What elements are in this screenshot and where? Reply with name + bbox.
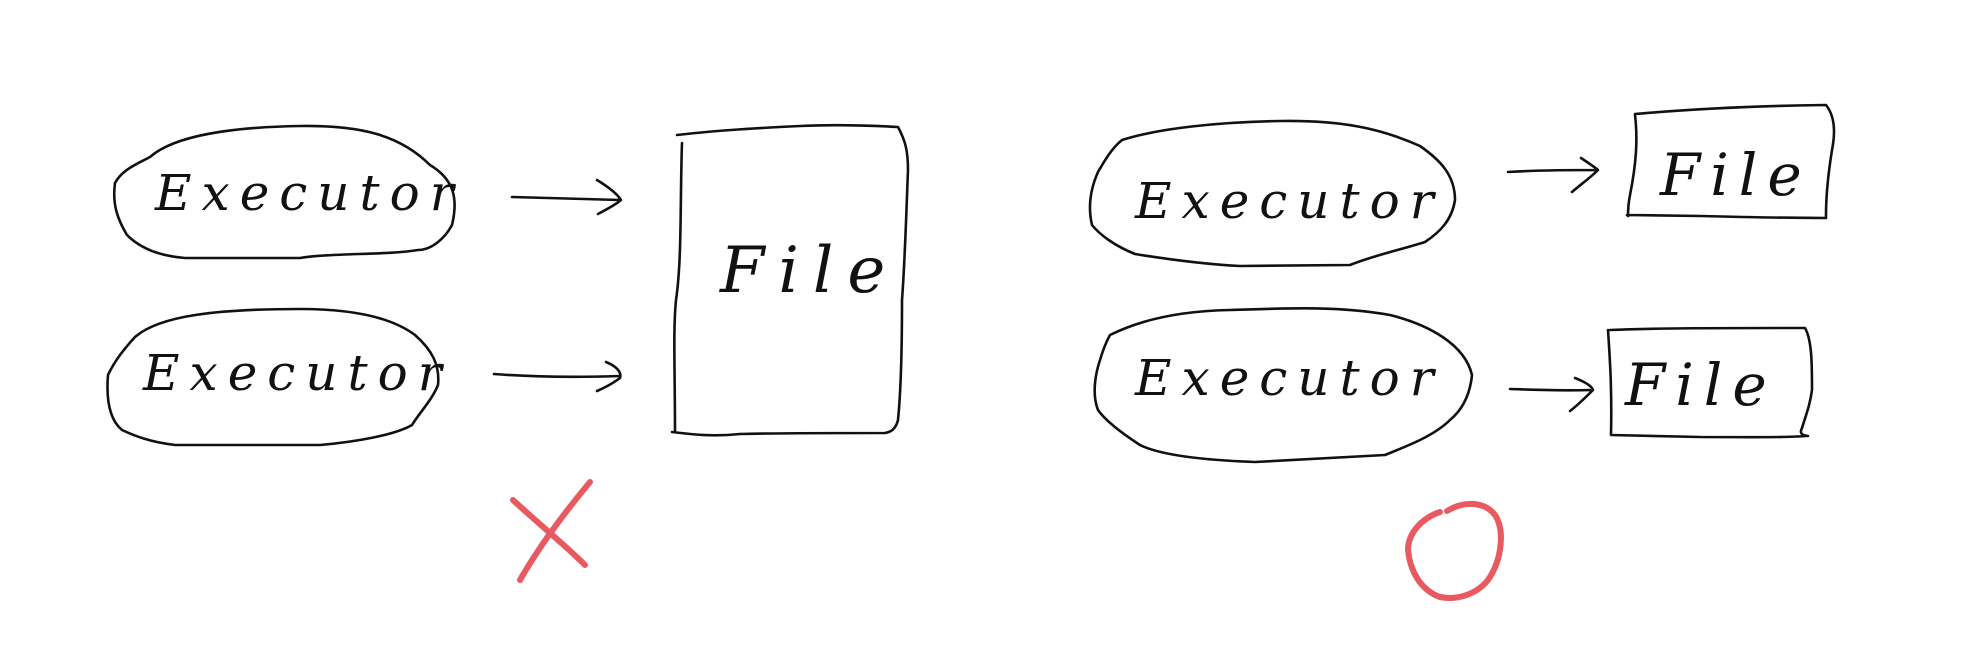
executor-label: Executor <box>154 164 464 222</box>
left-scenario: Executor Executor File <box>106 123 910 583</box>
executor-ellipse <box>1093 307 1474 464</box>
file-label: File <box>1659 141 1812 209</box>
file-label: File <box>1624 351 1777 419</box>
file-box <box>1606 326 1814 439</box>
right-scenario: Executor Executor File File <box>1088 103 1836 601</box>
executor-label: Executor <box>1134 349 1444 407</box>
executor-ellipse <box>1088 119 1457 268</box>
executor-label: Executor <box>1134 172 1444 230</box>
arrow <box>492 360 622 393</box>
file-label: File <box>719 234 899 308</box>
executor-ellipse <box>112 124 456 260</box>
file-box <box>1625 103 1836 220</box>
executor-label: Executor <box>142 344 452 402</box>
cross-mark-icon <box>510 479 593 583</box>
executor-ellipse <box>106 307 440 447</box>
circle-mark-icon <box>1405 501 1504 601</box>
arrow <box>1508 376 1595 413</box>
arrow <box>510 178 623 216</box>
arrow <box>1506 156 1600 194</box>
file-box <box>670 123 910 437</box>
